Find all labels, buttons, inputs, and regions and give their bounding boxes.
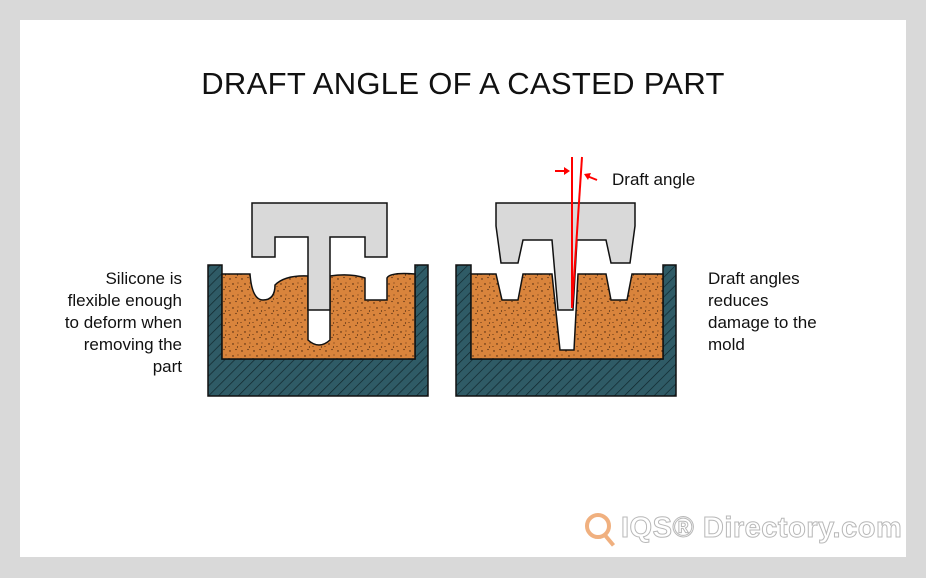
left-caption-line: Silicone is — [105, 269, 182, 288]
right-mold — [455, 156, 677, 397]
right-cast-part — [495, 202, 636, 311]
draft-angle-label: Draft angle — [612, 170, 696, 189]
left-cast-part — [251, 202, 388, 311]
watermark-text: IQS® Directory.com — [620, 512, 903, 545]
right-caption-line: reduces — [708, 291, 769, 310]
right-silicone — [470, 273, 664, 360]
left-caption-line: to deform when — [64, 313, 182, 332]
right-caption-line: mold — [708, 335, 745, 354]
left-mold — [207, 202, 429, 397]
magnifier-icon — [585, 513, 611, 539]
draft-arrow-left-icon — [555, 167, 570, 175]
left-caption-line: flexible enough — [67, 291, 182, 310]
left-caption-line: removing the — [83, 335, 182, 354]
diagram-title: DRAFT ANGLE OF A CASTED PART — [201, 66, 725, 101]
left-silicone — [221, 272, 416, 360]
left-caption-line: part — [152, 357, 182, 376]
watermark-logo: IQS® Directory.com — [585, 512, 902, 545]
right-caption-line: damage to the — [708, 313, 817, 332]
right-caption-line: Draft angles — [708, 269, 800, 288]
left-caption: Silicone is flexible enough to deform wh… — [65, 268, 182, 378]
right-caption: Draft angles reduces damage to the mold — [708, 268, 817, 356]
draft-arrow-right-icon — [584, 173, 598, 181]
draft-line — [571, 156, 583, 309]
